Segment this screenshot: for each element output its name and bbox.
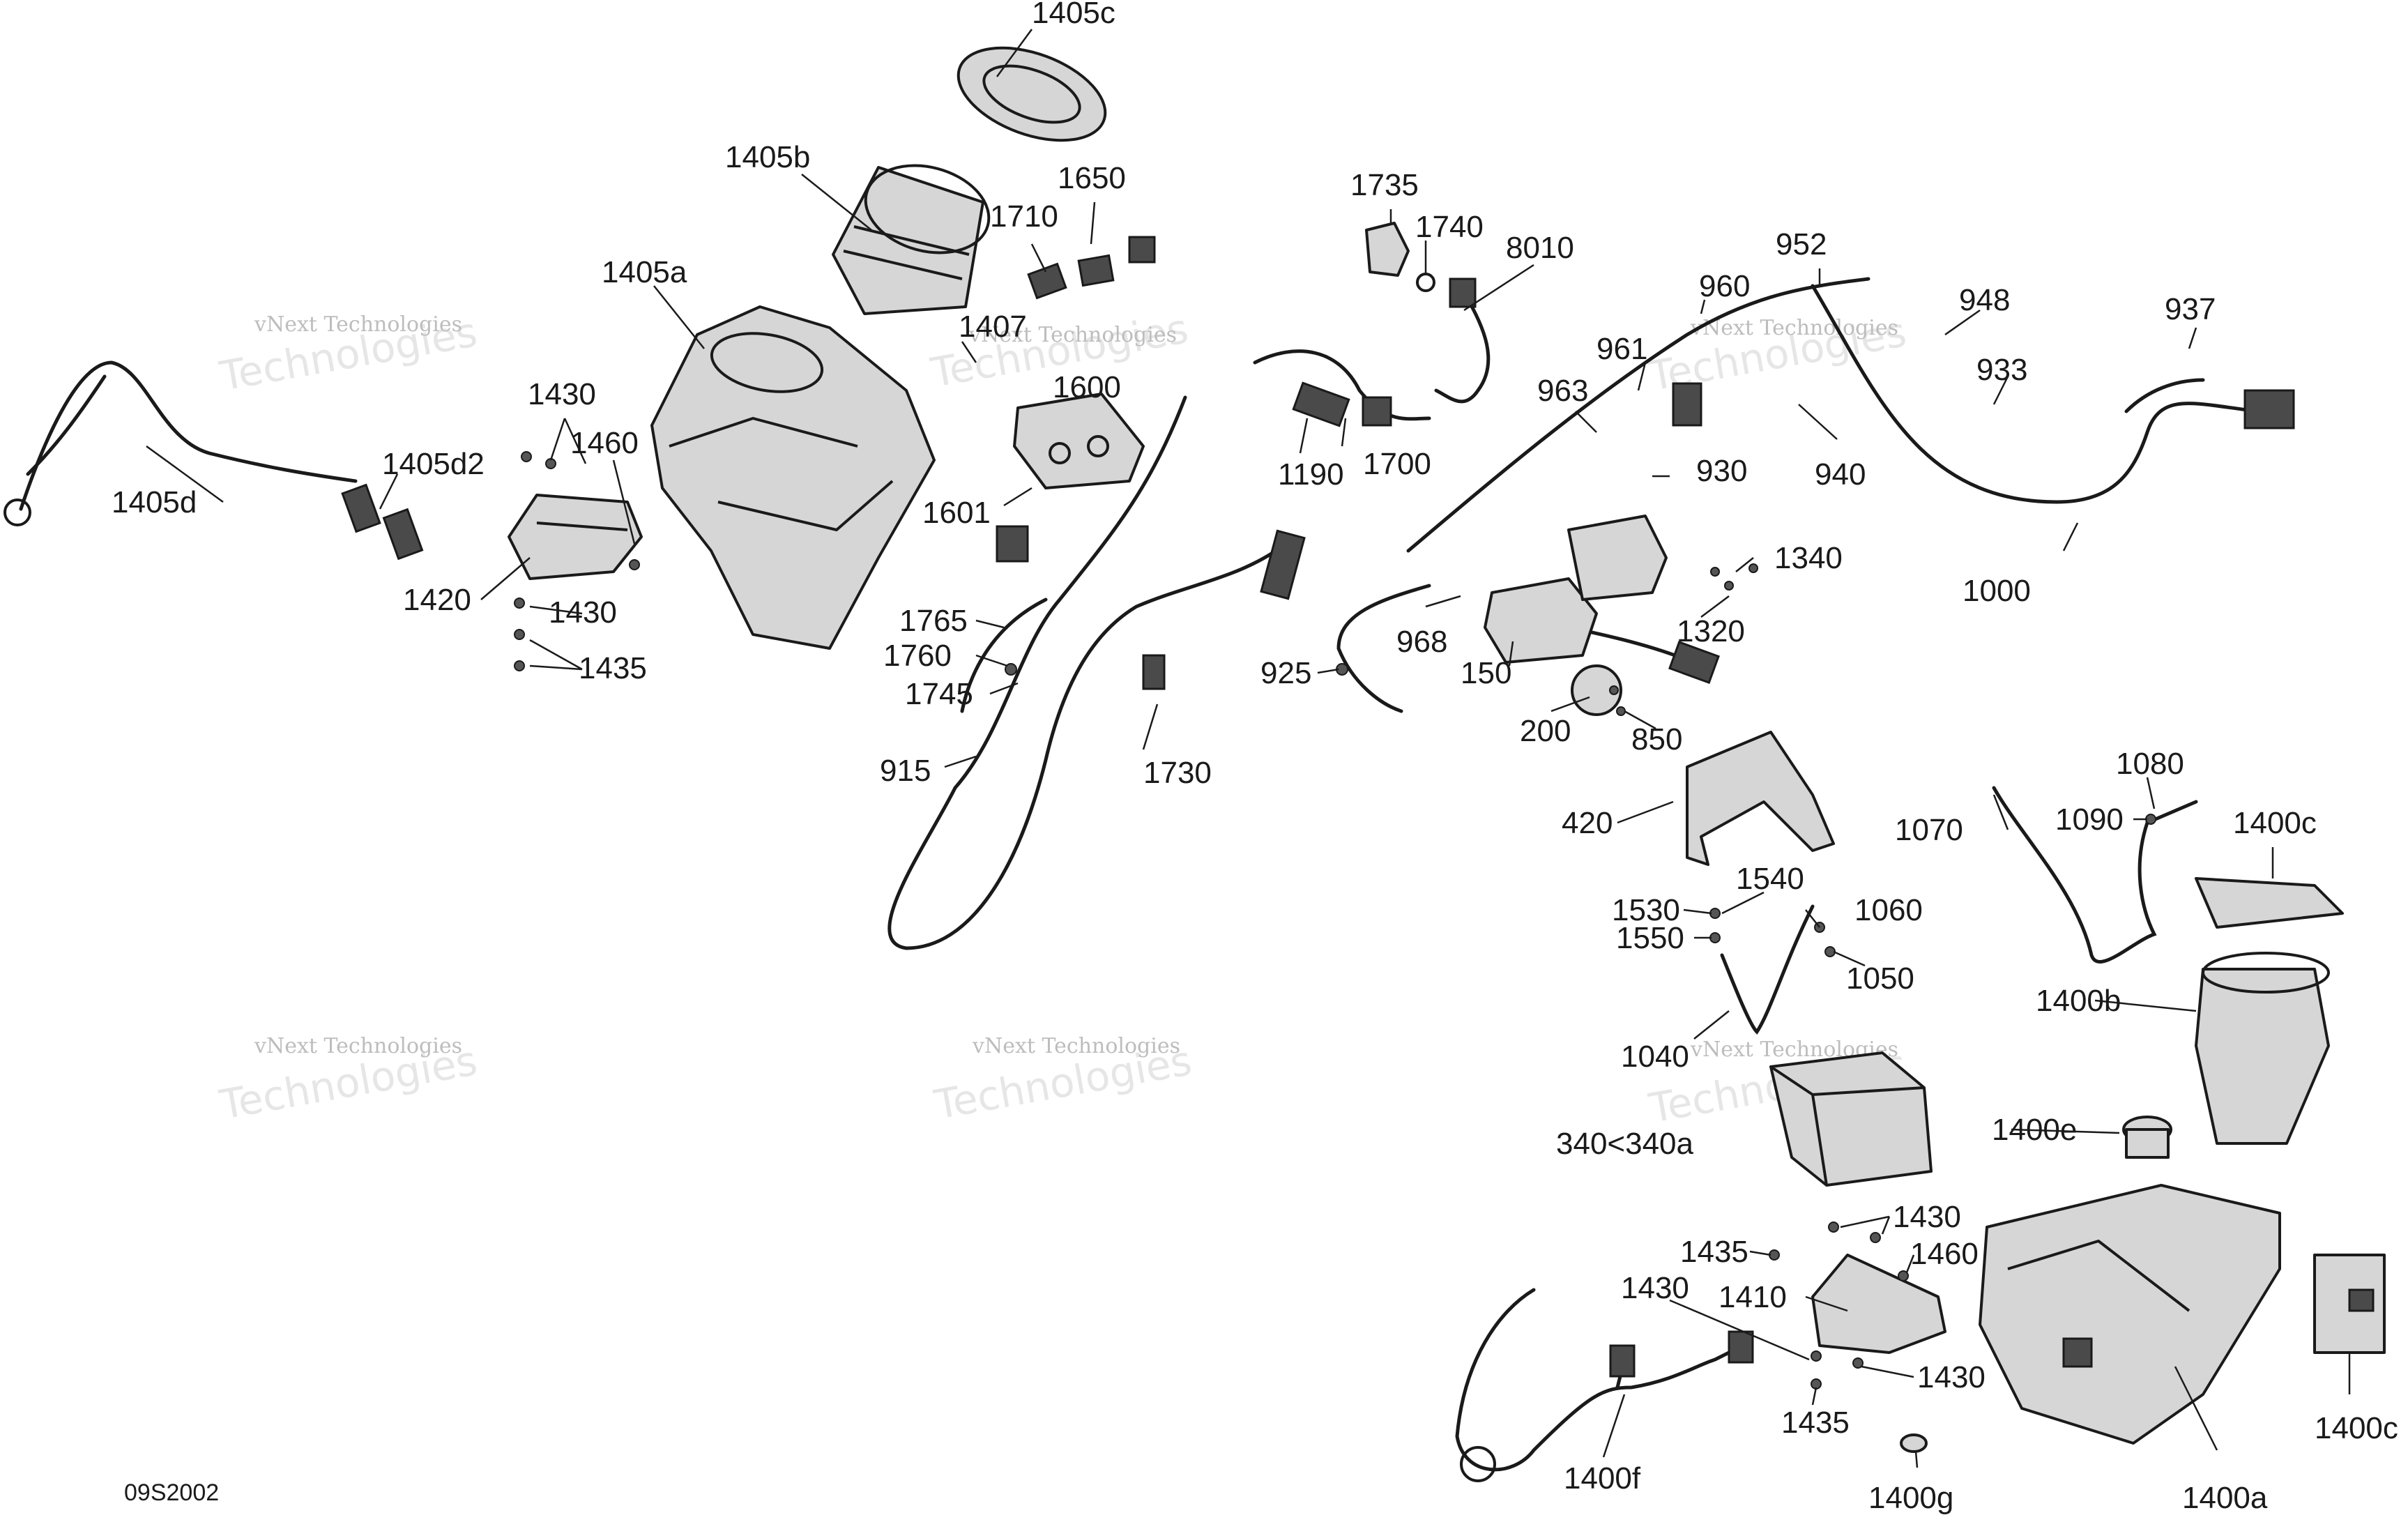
label-1430-c: 1430 [1893, 1200, 1961, 1234]
label-1601: 1601 [922, 496, 991, 530]
label-948: 948 [1959, 283, 2010, 317]
label-933: 933 [1976, 353, 2027, 387]
label-1400f: 1400f [1564, 1461, 1641, 1496]
label-1435-b: 1435 [1680, 1235, 1748, 1269]
part-1730-harness [887, 349, 1431, 950]
part-1420-bracket [508, 494, 643, 580]
part-1000-harness [1336, 277, 2295, 713]
part-1400g-plug [1900, 1433, 1928, 1453]
label-937: 937 [2165, 292, 2216, 326]
label-1420: 1420 [403, 583, 471, 617]
part-1400b-speaker [2195, 952, 2330, 1145]
label-850: 850 [1631, 722, 1682, 756]
watermark-small: vNext Technologies [254, 312, 462, 337]
label-1735: 1735 [1350, 168, 1419, 202]
label-1090: 1090 [2055, 802, 2124, 837]
label-963: 963 [1537, 374, 1588, 408]
label-1765: 1765 [899, 604, 968, 638]
part-340-battery [1769, 1051, 1933, 1187]
watermark-small: vNext Technologies [968, 323, 1177, 347]
label-915: 915 [880, 754, 931, 788]
label-1430-d: 1430 [1621, 1271, 1689, 1305]
label-1050: 1050 [1846, 961, 1914, 996]
diagram-code: 09S2002 [124, 1479, 219, 1506]
label-420: 420 [1562, 806, 1613, 840]
label-1745: 1745 [905, 677, 973, 711]
part-1410-bracket [1811, 1254, 1946, 1354]
label-1540: 1540 [1736, 862, 1804, 896]
part-1405a-enclosure [650, 305, 936, 650]
label-1405b: 1405b [725, 140, 810, 174]
label-1070: 1070 [1895, 813, 1963, 847]
label-1435-a: 1435 [579, 651, 647, 685]
label-1430-e: 1430 [1917, 1360, 1986, 1394]
label-1730: 1730 [1143, 756, 1212, 790]
label-1400g: 1400g [1868, 1481, 1953, 1515]
part-connectors-top [1027, 236, 1392, 427]
label-1760: 1760 [883, 639, 952, 673]
label-1600: 1600 [1053, 370, 1121, 404]
label-8010: 8010 [1506, 231, 1574, 265]
label-1405d: 1405d [112, 485, 197, 519]
label-1040: 1040 [1621, 1040, 1689, 1074]
part-420-strap [1686, 731, 1835, 866]
label-1400e: 1400e [1992, 1113, 2077, 1147]
label-1190: 1190 [1278, 457, 1344, 492]
part-1400c-box [2313, 1254, 2386, 1354]
part-1070-cable [1992, 786, 2198, 964]
watermark-small: vNext Technologies [972, 1034, 1180, 1058]
part-1400c-cap [2195, 877, 2344, 929]
label-952: 952 [1776, 227, 1827, 261]
label-940: 940 [1815, 457, 1866, 492]
part-1040-cable [1720, 904, 1815, 1035]
part-1405d-harness [3, 360, 424, 561]
label-1080: 1080 [2116, 747, 2184, 781]
part-1400a-enclosure [1979, 1184, 2281, 1445]
label-1405d2: 1405d2 [382, 447, 485, 481]
label-200: 200 [1520, 714, 1571, 748]
label-925: 925 [1260, 656, 1311, 690]
part-1600-plate [1013, 393, 1145, 489]
label-1435-c: 1435 [1781, 1406, 1850, 1440]
label-1430-a: 1430 [528, 377, 596, 411]
part-1405b-speaker [832, 164, 991, 315]
label-1400c: 1400c [2233, 806, 2317, 840]
label-1400b: 1400b [2036, 984, 2121, 1018]
label-1710: 1710 [990, 199, 1058, 234]
label-1430-b: 1430 [549, 595, 617, 630]
part-1405c-cap [957, 46, 1107, 142]
part-1735-switch [1365, 222, 1491, 404]
label-150: 150 [1461, 656, 1511, 690]
part-1400e-grommet [2122, 1116, 2172, 1159]
label-1700: 1700 [1363, 447, 1431, 481]
label-1530: 1530 [1612, 893, 1680, 927]
label-1000: 1000 [1963, 574, 2031, 608]
label-968: 968 [1396, 625, 1447, 659]
callout-labels: 1405c 1405b 1650 1710 1735 1740 8010 952… [112, 0, 2398, 1515]
label-1550: 1550 [1616, 921, 1684, 955]
label-1405a: 1405a [602, 255, 687, 289]
label-1400a: 1400a [2182, 1481, 2268, 1515]
label-1060: 1060 [1854, 893, 1923, 927]
label-1340: 1340 [1774, 541, 1843, 575]
label-1405c: 1405c [1032, 0, 1115, 30]
label-1740: 1740 [1415, 210, 1484, 244]
leader-lines [146, 29, 2351, 1468]
label-1650: 1650 [1058, 161, 1126, 195]
part-1400f-harness [1455, 1288, 1754, 1482]
label-340: 340<340a [1556, 1127, 1694, 1161]
part-150-relay [1484, 515, 1668, 716]
label-1407: 1407 [959, 310, 1027, 344]
label-961: 961 [1597, 332, 1647, 366]
watermark-small: vNext Technologies [254, 1034, 462, 1058]
label-1460-b: 1460 [1910, 1237, 1979, 1271]
label-1410: 1410 [1719, 1280, 1787, 1314]
label-1460-a: 1460 [570, 426, 639, 460]
label-930: 930 [1696, 454, 1747, 488]
label-1400c-2: 1400c [2315, 1411, 2398, 1445]
watermark-small: vNext Technologies [1690, 316, 1898, 340]
label-960: 960 [1699, 269, 1750, 303]
label-1320: 1320 [1677, 614, 1745, 648]
